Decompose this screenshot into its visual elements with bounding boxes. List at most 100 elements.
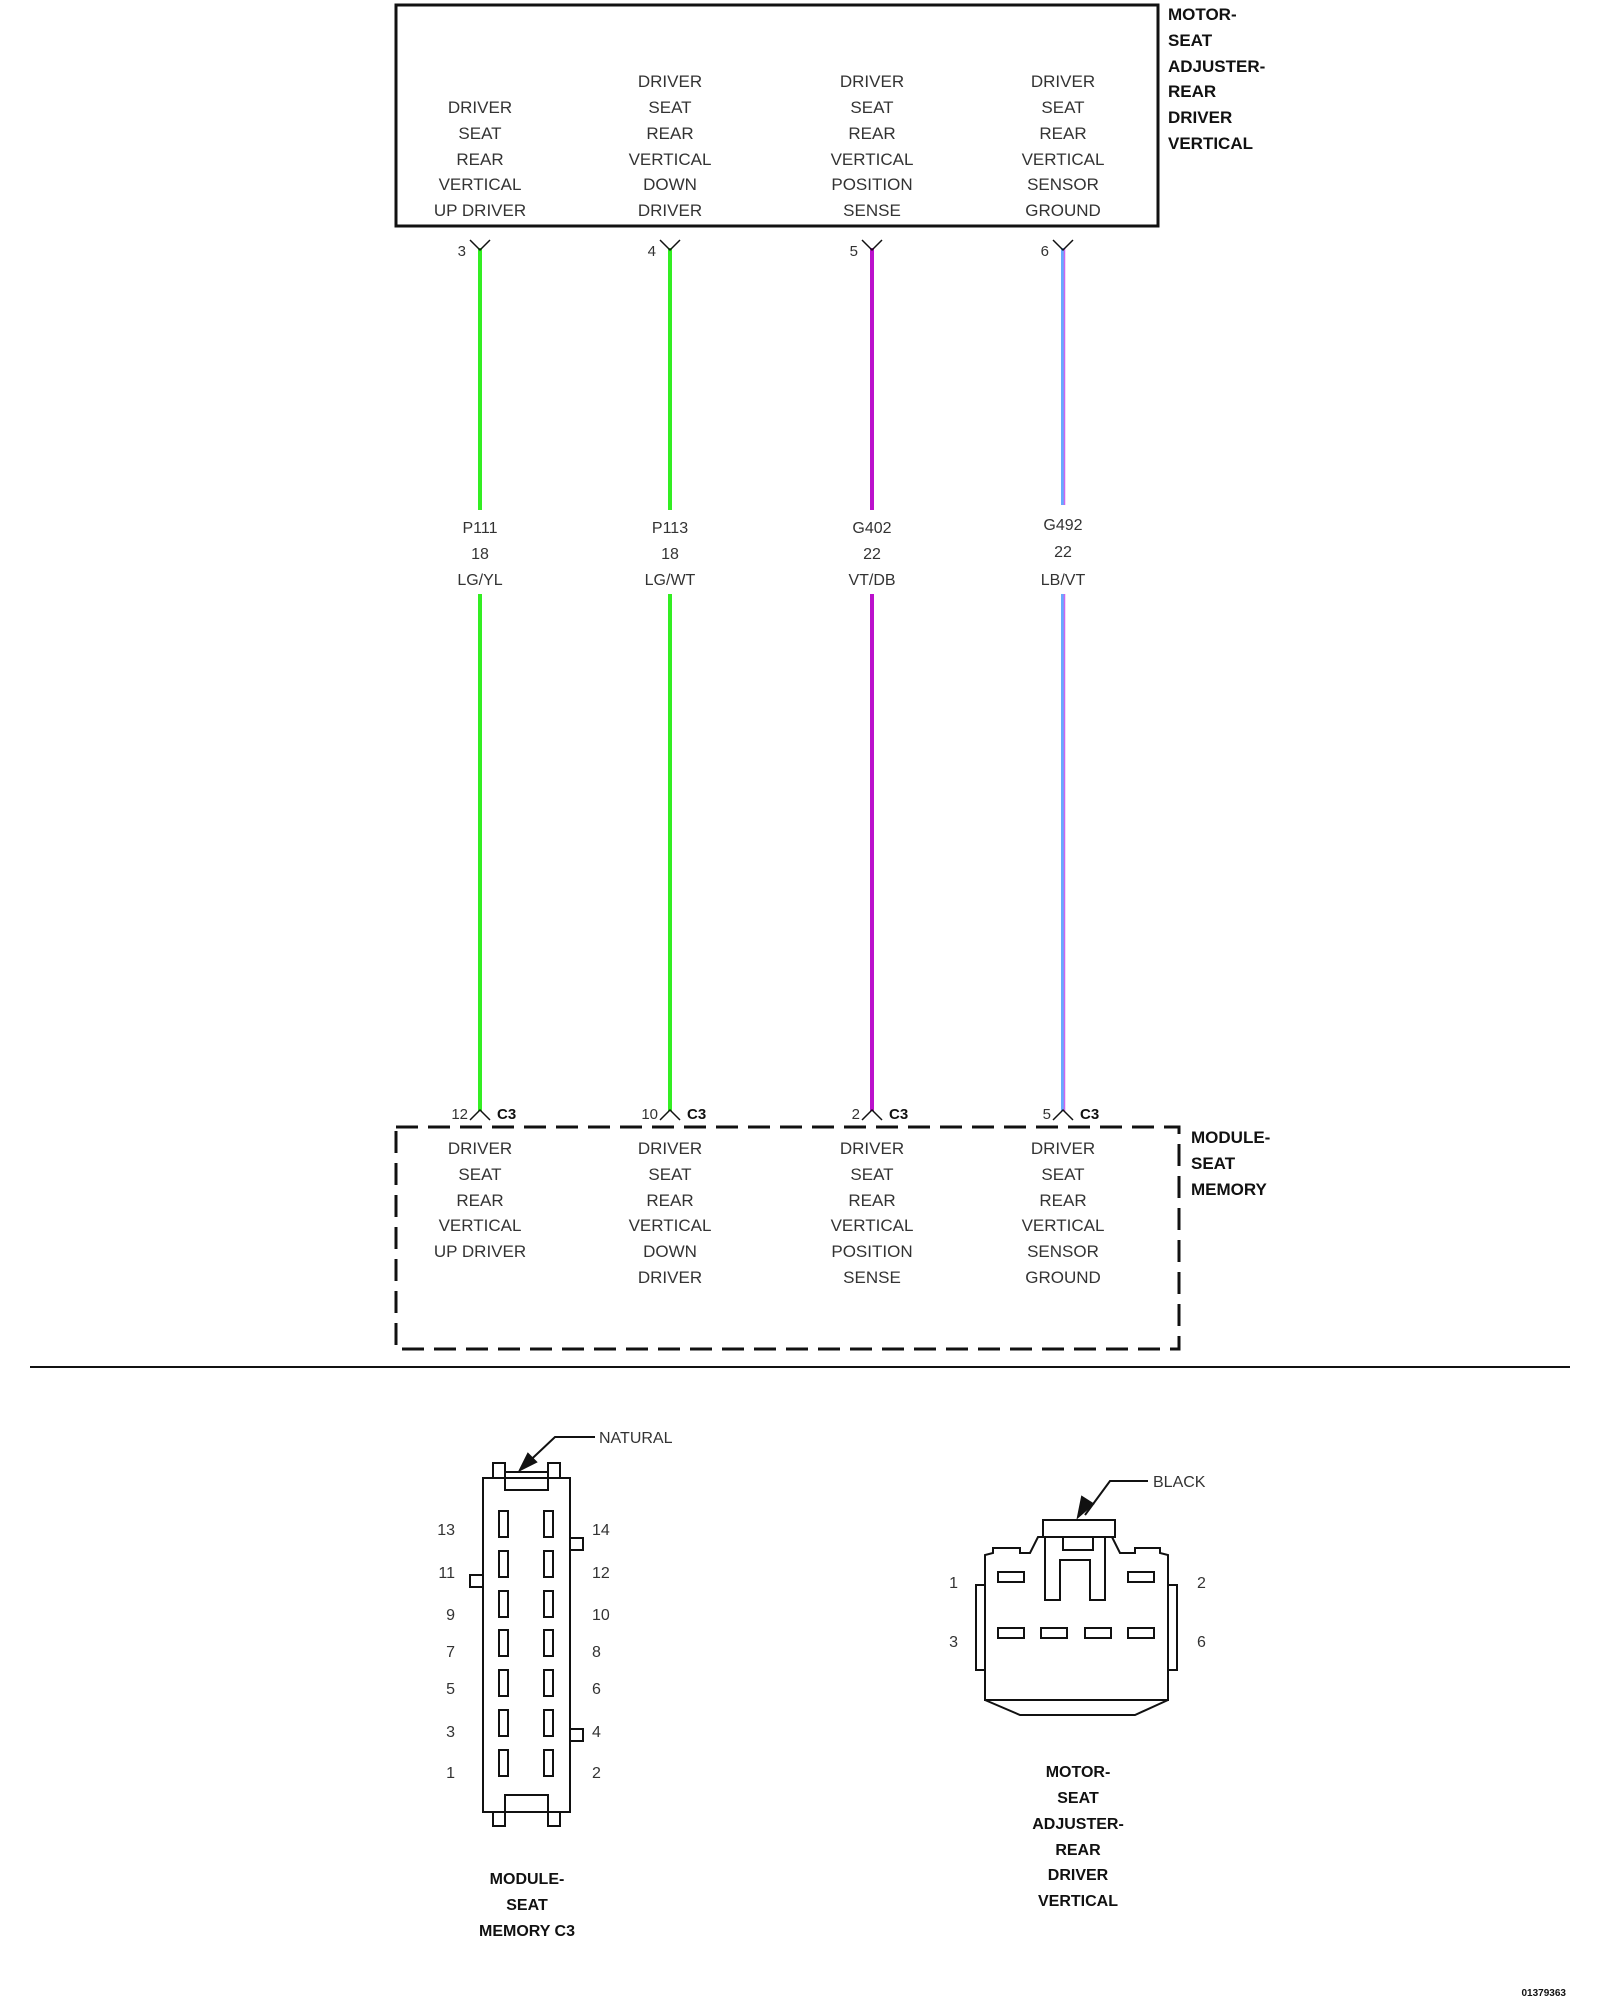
svg-text:SEAT: SEAT — [1041, 1165, 1084, 1184]
top-function-label: DRIVER SEAT REAR VERTICAL SENSOR GROUND — [1022, 72, 1105, 220]
motor-connector-color-label: BLACK — [1153, 1474, 1206, 1491]
svg-text:11: 11 — [438, 1565, 455, 1582]
svg-text:13: 13 — [437, 1522, 455, 1539]
svg-text:MEMORY: MEMORY — [1191, 1180, 1268, 1199]
svg-text:SEAT: SEAT — [850, 98, 893, 117]
top-pin-number: 6 — [1041, 243, 1049, 260]
color-callout-leader — [1084, 1480, 1148, 1516]
top-function-label: DRIVER SEAT REAR VERTICAL POSITION SENSE — [831, 72, 914, 220]
svg-text:POSITION: POSITION — [831, 1242, 912, 1261]
svg-text:14: 14 — [592, 1522, 610, 1539]
top-pin-number: 3 — [458, 243, 466, 260]
svg-text:SENSE: SENSE — [843, 1268, 901, 1287]
svg-text:1: 1 — [446, 1765, 455, 1782]
wire-id: G492 — [1043, 517, 1082, 534]
svg-text:SEAT: SEAT — [1041, 98, 1084, 117]
top-pin-terminal — [861, 239, 883, 252]
bottom-connector-id: C3 — [1080, 1106, 1099, 1123]
svg-text:3: 3 — [949, 1634, 958, 1651]
module-connector-title: MODULE- SEAT MEMORY C3 — [479, 1871, 575, 1940]
motor-component-name: MOTOR- SEAT ADJUSTER- REAR DRIVER VERTIC… — [1168, 5, 1265, 153]
module-connector-pin-labels: 13 11 9 7 5 3 1 14 12 10 8 6 4 2 — [437, 1522, 610, 1782]
svg-text:2: 2 — [1197, 1575, 1206, 1592]
connector-body-outline — [482, 1477, 571, 1813]
svg-text:SEAT: SEAT — [458, 1165, 501, 1184]
svg-text:8: 8 — [592, 1644, 601, 1661]
svg-text:7: 7 — [446, 1644, 455, 1661]
svg-text:12: 12 — [592, 1565, 610, 1582]
motor-connector-title: MOTOR- SEAT ADJUSTER- REAR DRIVER VERTIC… — [1032, 1764, 1124, 1910]
document-number: 01379363 — [1522, 1988, 1567, 1999]
svg-text:DRIVER: DRIVER — [1031, 1139, 1095, 1158]
wire-color-code: LG/WT — [645, 572, 696, 589]
svg-text:REAR: REAR — [848, 1191, 895, 1210]
svg-text:DRIVER: DRIVER — [1031, 72, 1095, 91]
bottom-pin-terminal — [1052, 1108, 1074, 1121]
svg-text:SEAT: SEAT — [458, 124, 501, 143]
module-connector-view — [469, 1436, 595, 1827]
svg-text:6: 6 — [592, 1681, 601, 1698]
pin-cavity-5 — [1084, 1627, 1112, 1639]
svg-text:SENSOR: SENSOR — [1027, 1242, 1099, 1261]
svg-text:SEAT: SEAT — [506, 1897, 548, 1914]
svg-text:10: 10 — [592, 1607, 610, 1624]
bottom-pin-number: 10 — [641, 1106, 658, 1123]
svg-text:UP DRIVER: UP DRIVER — [434, 201, 526, 220]
svg-text:SENSE: SENSE — [843, 201, 901, 220]
svg-text:SEAT: SEAT — [850, 1165, 893, 1184]
bottom-connector-id: C3 — [497, 1106, 516, 1123]
wire-color-code: LG/YL — [457, 572, 502, 589]
svg-text:REAR: REAR — [1039, 124, 1086, 143]
bottom-function-label: DRIVER SEAT REAR VERTICAL POSITION SENSE — [831, 1139, 914, 1287]
wire-color-code: VT/DB — [848, 572, 895, 589]
svg-text:DRIVER: DRIVER — [840, 72, 904, 91]
svg-text:2: 2 — [592, 1765, 601, 1782]
top-function-label: DRIVER SEAT REAR VERTICAL UP DRIVER — [434, 98, 526, 220]
svg-text:6: 6 — [1197, 1634, 1206, 1651]
svg-text:3: 3 — [446, 1724, 455, 1741]
wire-gauge: 22 — [1054, 544, 1072, 561]
circuit-p111: 3 12 C3 P111 18 LG/YL DRIVER SEAT REAR V… — [434, 98, 526, 1261]
svg-text:ADJUSTER-: ADJUSTER- — [1168, 57, 1265, 76]
svg-text:DRIVER: DRIVER — [638, 201, 702, 220]
wire-id: P113 — [652, 520, 688, 537]
svg-text:4: 4 — [592, 1724, 601, 1741]
svg-text:VERTICAL: VERTICAL — [439, 1216, 522, 1235]
svg-text:UP DRIVER: UP DRIVER — [434, 1242, 526, 1261]
bottom-shroud — [984, 1699, 1169, 1716]
bottom-pin-number: 12 — [451, 1106, 468, 1123]
svg-text:VERTICAL: VERTICAL — [439, 175, 522, 194]
bottom-connector-id: C3 — [687, 1106, 706, 1123]
svg-text:VERTICAL: VERTICAL — [831, 1216, 914, 1235]
bottom-function-label: DRIVER SEAT REAR VERTICAL SENSOR GROUND — [1022, 1139, 1105, 1287]
wire-gauge: 18 — [471, 546, 489, 563]
side-rail — [1167, 1584, 1178, 1671]
svg-text:MOTOR-: MOTOR- — [1168, 5, 1237, 24]
svg-text:5: 5 — [446, 1681, 455, 1698]
bottom-function-label: DRIVER SEAT REAR VERTICAL DOWN DRIVER — [629, 1139, 712, 1287]
color-callout-arrowhead — [517, 1452, 538, 1473]
pin-cavities — [498, 1510, 554, 1777]
svg-text:REAR: REAR — [1055, 1842, 1101, 1859]
svg-text:DRIVER: DRIVER — [448, 1139, 512, 1158]
pin-cavity-1 — [997, 1571, 1025, 1583]
svg-text:REAR: REAR — [1168, 82, 1216, 101]
svg-text:DRIVER: DRIVER — [638, 72, 702, 91]
svg-text:GROUND: GROUND — [1025, 1268, 1101, 1287]
svg-text:MEMORY C3: MEMORY C3 — [479, 1923, 575, 1940]
svg-text:DRIVER: DRIVER — [1048, 1867, 1109, 1884]
svg-text:DRIVER: DRIVER — [840, 1139, 904, 1158]
module-component-name: MODULE- SEAT MEMORY — [1191, 1128, 1270, 1199]
svg-text:REAR: REAR — [848, 124, 895, 143]
svg-text:MOTOR-: MOTOR- — [1046, 1764, 1111, 1781]
svg-text:VERTICAL: VERTICAL — [629, 150, 712, 169]
bottom-connector-id: C3 — [889, 1106, 908, 1123]
bottom-latch — [492, 1794, 561, 1827]
svg-text:VERTICAL: VERTICAL — [1038, 1893, 1118, 1910]
svg-text:DRIVER: DRIVER — [638, 1139, 702, 1158]
circuit-g402: 5 2 C3 G402 22 VT/DB DRIVER SEAT REAR VE… — [831, 72, 914, 1287]
side-tab — [569, 1537, 584, 1551]
top-latch — [492, 1462, 561, 1491]
module-component-box — [394, 1125, 1181, 1351]
wire-id: G402 — [852, 520, 891, 537]
